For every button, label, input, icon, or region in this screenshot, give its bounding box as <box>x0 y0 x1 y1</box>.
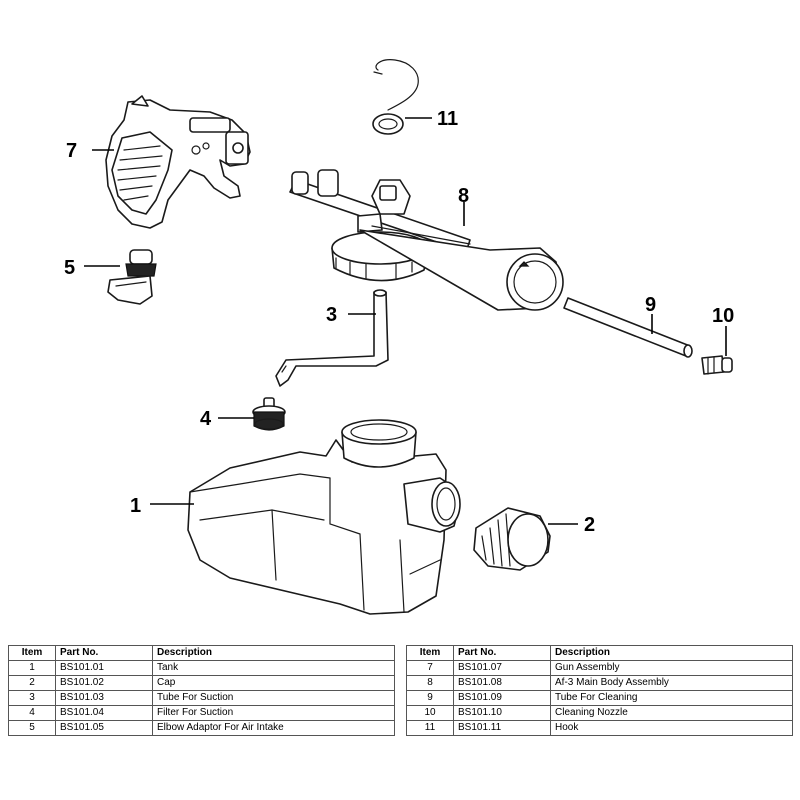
part-10-cleaning-nozzle <box>701 355 733 375</box>
cell-item: 7 <box>406 660 454 676</box>
part-3-suction-tube <box>275 289 389 387</box>
table-row: 4 BS101.04 Filter For Suction <box>8 705 395 721</box>
header-part-no: Part No. <box>453 645 551 661</box>
part-2-cap <box>473 507 551 571</box>
cell-description: Cleaning Nozzle <box>550 705 793 721</box>
header-item: Item <box>406 645 454 661</box>
callout-8: 8 <box>458 185 469 207</box>
table-row: 9 BS101.09 Tube For Cleaning <box>406 690 793 706</box>
header-part-no: Part No. <box>55 645 153 661</box>
callout-4: 4 <box>200 408 212 430</box>
cell-part-no: BS101.02 <box>55 675 153 691</box>
header-item: Item <box>8 645 56 661</box>
table-row: 11 BS101.11 Hook <box>406 720 793 736</box>
cell-description: Cap <box>152 675 395 691</box>
header-description: Description <box>550 645 793 661</box>
part-5-elbow-adaptor <box>107 249 157 305</box>
callout-5: 5 <box>64 257 75 279</box>
cell-part-no: BS101.07 <box>453 660 551 676</box>
parts-table-left: Item Part No. Description 1 BS101.01 Tan… <box>8 645 395 736</box>
part-4-suction-filter <box>252 397 286 431</box>
exploded-parts-diagram: 11 7 5 <box>64 59 734 615</box>
cell-item: 11 <box>406 720 454 736</box>
callout-3: 3 <box>326 304 337 326</box>
cell-part-no: BS101.03 <box>55 690 153 706</box>
callout-10: 10 <box>712 305 734 327</box>
cell-part-no: BS101.05 <box>55 720 153 736</box>
cell-part-no: BS101.04 <box>55 705 153 721</box>
table-header-row: Item Part No. Description <box>406 645 793 661</box>
table-row: 8 BS101.08 Af-3 Main Body Assembly <box>406 675 793 691</box>
cell-item: 4 <box>8 705 56 721</box>
table-row: 2 BS101.02 Cap <box>8 675 395 691</box>
part-9-cleaning-tube <box>563 297 693 358</box>
callout-9: 9 <box>645 294 656 316</box>
cell-description: Filter For Suction <box>152 705 395 721</box>
parts-table-right: Item Part No. Description 7 BS101.07 Gun… <box>406 645 793 736</box>
cell-item: 1 <box>8 660 56 676</box>
part-7-gun-assembly <box>105 95 251 229</box>
part-11-hook <box>372 59 419 135</box>
cell-description: Tube For Cleaning <box>550 690 793 706</box>
cell-part-no: BS101.08 <box>453 675 551 691</box>
table-row: 5 BS101.05 Elbow Adaptor For Air Intake <box>8 720 395 736</box>
table-row: 3 BS101.03 Tube For Suction <box>8 690 395 706</box>
cell-part-no: BS101.09 <box>453 690 551 706</box>
cell-item: 8 <box>406 675 454 691</box>
cell-description: Af-3 Main Body Assembly <box>550 675 793 691</box>
cell-description: Hook <box>550 720 793 736</box>
header-description: Description <box>152 645 395 661</box>
cell-item: 9 <box>406 690 454 706</box>
cell-description: Gun Assembly <box>550 660 793 676</box>
cell-item: 2 <box>8 675 56 691</box>
cell-part-no: BS101.11 <box>453 720 551 736</box>
table-row: 1 BS101.01 Tank <box>8 660 395 676</box>
table-row: 7 BS101.07 Gun Assembly <box>406 660 793 676</box>
table-header-row: Item Part No. Description <box>8 645 395 661</box>
callout-2: 2 <box>584 514 595 536</box>
callout-11: 11 <box>437 108 458 130</box>
cell-part-no: BS101.10 <box>453 705 551 721</box>
callout-1: 1 <box>130 495 141 517</box>
cell-item: 3 <box>8 690 56 706</box>
callout-7: 7 <box>66 140 77 162</box>
part-1-tank <box>187 419 461 615</box>
table-row: 10 BS101.10 Cleaning Nozzle <box>406 705 793 721</box>
cell-description: Tank <box>152 660 395 676</box>
part-8-main-body-assembly <box>289 169 564 311</box>
cell-description: Tube For Suction <box>152 690 395 706</box>
cell-part-no: BS101.01 <box>55 660 153 676</box>
cell-description: Elbow Adaptor For Air Intake <box>152 720 395 736</box>
cell-item: 5 <box>8 720 56 736</box>
cell-item: 10 <box>406 705 454 721</box>
